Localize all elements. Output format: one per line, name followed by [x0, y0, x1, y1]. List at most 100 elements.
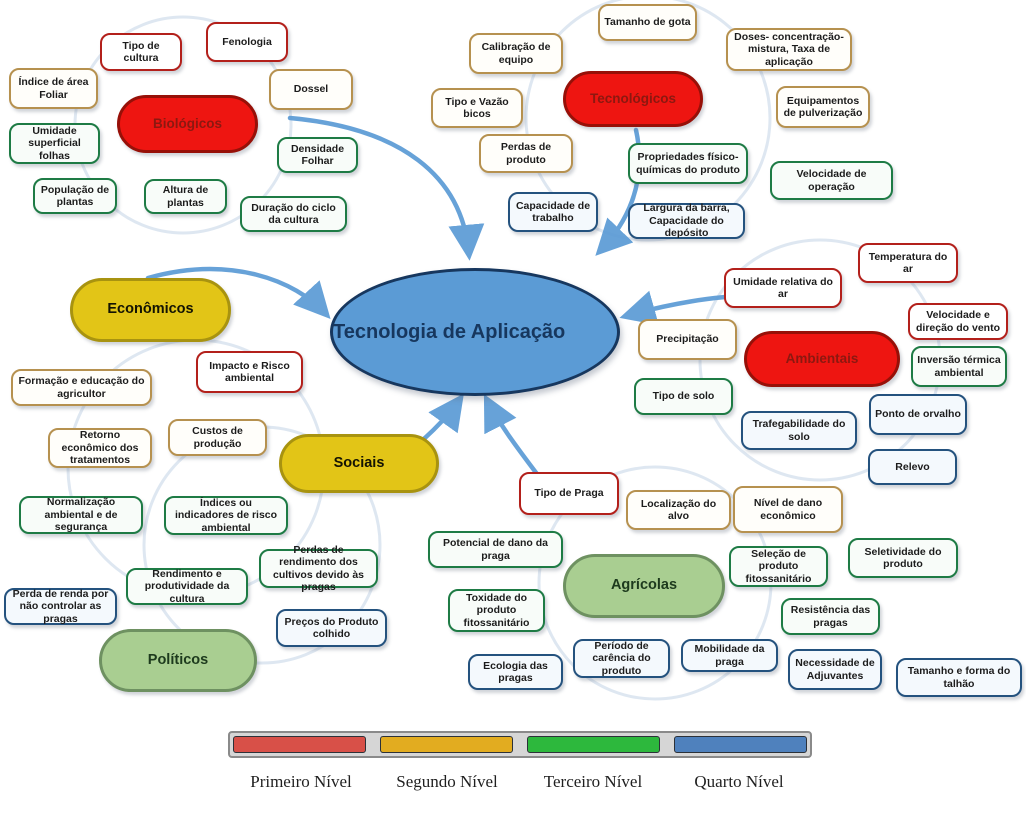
node-label: Retorno econômico dos tratamentos [61, 429, 139, 467]
mindmap-node[interactable]: Calibração de equipo [469, 33, 563, 74]
node-label: Formação e educação do agricultor [18, 375, 145, 400]
mindmap-node[interactable]: Velocidade e direção do vento [908, 303, 1008, 340]
mindmap-node[interactable]: Nível de dano econômico [733, 486, 843, 533]
node-label: Ambientais [785, 351, 859, 367]
mindmap-node[interactable]: Tipo de cultura [100, 33, 182, 71]
legend-second-level-label: Segundo Nível [396, 772, 498, 791]
mindmap-node[interactable]: Índices ou indicadores de risco ambienta… [164, 496, 288, 535]
mindmap-node[interactable]: Altura de plantas [144, 179, 227, 214]
mindmap-node[interactable]: Tamanho de gota [598, 4, 697, 41]
legend-third-level-label: Terceiro Nível [543, 772, 643, 791]
node-label: Ponto de orvalho [875, 408, 961, 421]
mindmap-node[interactable]: Umidade superficial folhas [9, 123, 100, 164]
mindmap-node[interactable]: Umidade relativa do ar [724, 268, 842, 308]
node-label: Fenologia [222, 35, 272, 48]
cluster-node-biologicos[interactable]: Biológicos [117, 95, 258, 153]
mindmap-node[interactable]: Inversão térmica ambiental [911, 346, 1007, 387]
node-label: Capacidade de trabalho [515, 199, 591, 224]
central-topic-node[interactable]: Tecnologia de Aplicação [330, 268, 620, 396]
mindmap-node[interactable]: Normalização ambiental e de segurança [19, 496, 143, 534]
node-label: Umidade superficial folhas [28, 124, 81, 162]
node-label: Umidade relativa do ar [733, 275, 833, 300]
mindmap-node[interactable]: Perdas de rendimento dos cultivos devido… [259, 544, 378, 593]
node-label: Precipitação [656, 333, 719, 346]
node-label: Equipamentos de pulverização [783, 94, 863, 119]
legend-third-level-swatch [527, 736, 660, 753]
mindmap-node[interactable]: Perda de renda por não controlar as prag… [4, 588, 117, 625]
mindmap-node[interactable]: Rendimento e produtividade da cultura [126, 568, 248, 605]
node-label: Duração do ciclo da cultura [251, 201, 336, 226]
mindmap-node[interactable]: Retorno econômico dos tratamentos [48, 428, 152, 468]
mindmap-node[interactable]: Tipo de Praga [519, 472, 619, 515]
node-label: Toxidade do produto fitossanitário [463, 591, 530, 629]
mindmap-node[interactable]: Período de carência do produto [573, 639, 670, 678]
mindmap-node[interactable]: Perdas de produto [479, 134, 573, 173]
mindmap-node[interactable]: Mobilidade da praga [681, 639, 778, 672]
node-label: Custos de produção [192, 425, 243, 450]
mindmap-node[interactable]: Formação e educação do agricultor [11, 369, 152, 406]
mindmap-node[interactable]: Tipo e Vazão bicos [431, 88, 523, 128]
node-label: Normalização ambiental e de segurança [44, 496, 118, 534]
cluster-node-politicos[interactable]: Políticos [99, 629, 257, 692]
mindmap-node[interactable]: Doses- concentração-mistura, Taxa de apl… [726, 28, 852, 71]
node-label: Tipo de cultura [122, 39, 160, 64]
mindmap-node[interactable]: Ecologia das pragas [468, 654, 563, 690]
mindmap-node[interactable]: Capacidade de trabalho [508, 192, 598, 232]
mindmap-node[interactable]: Dossel [269, 69, 353, 110]
legend-first-level-swatch [233, 736, 366, 753]
mindmap-node[interactable]: Equipamentos de pulverização [776, 86, 870, 128]
node-label: Preços do Produto colhido [284, 615, 379, 640]
node-label: Dossel [293, 83, 329, 96]
cluster-node-economicos[interactable]: Econômicos [70, 278, 231, 342]
cluster-node-agricolas[interactable]: Agrícolas [563, 554, 725, 618]
node-label: Tipo de Praga [534, 487, 604, 500]
mindmap-node[interactable]: Ponto de orvalho [869, 394, 967, 435]
node-label: Tipo e Vazão bicos [445, 95, 509, 120]
mindmap-node[interactable]: Necessidade de Adjuvantes [788, 649, 882, 690]
mindmap-node[interactable]: Seleção de produto fitossanitário [729, 546, 828, 587]
mindmap-node[interactable]: Potencial de dano da praga [428, 531, 563, 568]
mindmap-node[interactable]: Toxidade do produto fitossanitário [448, 589, 545, 632]
mindmap-node[interactable]: Propriedades físico-químicas do produto [628, 143, 748, 184]
node-label: Tamanho de gota [604, 16, 691, 29]
node-label: Índices ou indicadores de risco ambienta… [174, 496, 278, 534]
node-label: Sociais [333, 454, 385, 471]
mindmap-node[interactable]: Tamanho e forma do talhão [896, 658, 1022, 697]
mindmap-node[interactable]: Seletividade do produto [848, 538, 958, 578]
mindmap-node[interactable]: Trafegabilidade do solo [741, 411, 857, 450]
mindmap-node[interactable]: Temperatura do ar [858, 243, 958, 283]
node-label: Inversão térmica ambiental [917, 354, 1001, 379]
node-label: População de plantas [40, 183, 110, 208]
node-label: Densidade Folhar [290, 142, 345, 167]
mindmap-node[interactable]: Fenologia [206, 22, 288, 62]
mindmap-node[interactable]: Impacto e Risco ambiental [196, 351, 303, 393]
node-label: Velocidade de operação [796, 168, 867, 193]
mindmap-node[interactable]: Tipo de solo [634, 378, 733, 415]
node-label: Perda de renda por não controlar as prag… [12, 587, 109, 625]
node-label: Largura da barra, Capacidade do depósito [643, 202, 730, 240]
mindmap-node[interactable]: Índice de área Foliar [9, 68, 98, 109]
node-label: Agrícolas [610, 577, 678, 594]
mindmap-node[interactable]: População de plantas [33, 178, 117, 214]
mindmap-node[interactable]: Duração do ciclo da cultura [240, 196, 347, 232]
mindmap-node[interactable]: Relevo [868, 449, 957, 485]
cluster-node-ambientais[interactable]: Ambientais [744, 331, 900, 387]
legend-fourth-level-swatch [674, 736, 807, 753]
legend-fourth-level-label: Quarto Nível [694, 772, 784, 791]
node-label: Rendimento e produtividade da cultura [144, 567, 230, 605]
mindmap-node[interactable]: Custos de produção [168, 419, 267, 456]
mindmap-node[interactable]: Resistência das pragas [781, 598, 880, 635]
cluster-node-sociais[interactable]: Sociais [279, 434, 439, 493]
mindmap-node[interactable]: Velocidade de operação [770, 161, 893, 200]
node-label: Necessidade de Adjuvantes [795, 657, 875, 682]
mindmap-node[interactable]: Precipitação [638, 319, 737, 360]
mindmap-node[interactable]: Localização do alvo [626, 490, 731, 530]
cluster-node-tecnologicos[interactable]: Tecnológicos [563, 71, 703, 127]
mindmap-node[interactable]: Preços do Produto colhido [276, 609, 387, 647]
node-label: Nível de dano econômico [753, 497, 823, 522]
mindmap-node[interactable]: Largura da barra, Capacidade do depósito [628, 202, 745, 240]
mindmap-node[interactable]: Densidade Folhar [277, 137, 358, 173]
node-label: Doses- concentração-mistura, Taxa de apl… [734, 30, 844, 68]
